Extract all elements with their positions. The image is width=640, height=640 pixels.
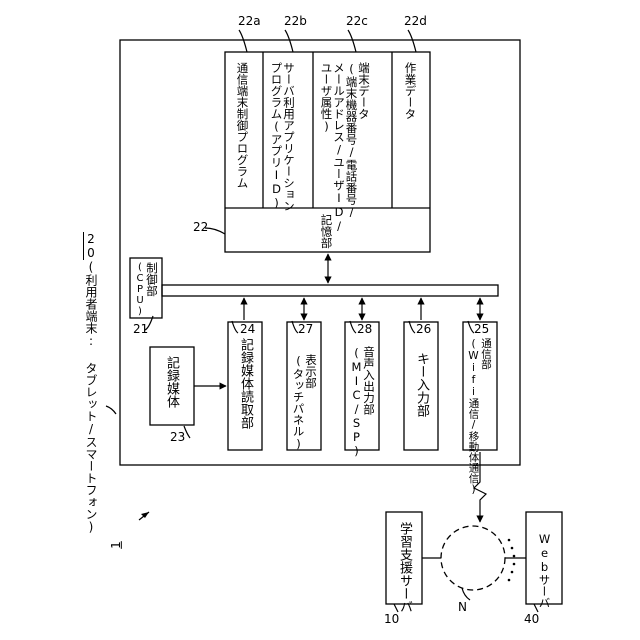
control-label: 制御部 bbox=[145, 262, 159, 297]
storage-label: 記憶部 bbox=[320, 214, 333, 249]
cell-22a-line-1: 通信端末制御プログラム bbox=[236, 62, 250, 189]
ref-22a: 22a bbox=[238, 14, 261, 28]
module-27-label: 表示部 bbox=[304, 354, 318, 389]
network-ref: N bbox=[458, 600, 467, 614]
module-25-text: 通信部 (Wifi通信/移動体通信) bbox=[467, 338, 492, 448]
module-28-sub: (MIC/SP) bbox=[350, 346, 364, 458]
bus-bar bbox=[162, 285, 498, 296]
ref-21: 21 bbox=[133, 322, 148, 336]
module-24-text: 記録媒体読取部 bbox=[238, 338, 252, 448]
ref-28: 28 bbox=[357, 322, 372, 336]
ref-23: 23 bbox=[170, 430, 185, 444]
cell-22b-line-2: プログラム(アプリID) bbox=[270, 62, 284, 210]
storage-cell-22c: 端末データ (端末機器番号/電話番号/ メールアドレス/ユーザID/ ユーザ属性… bbox=[320, 62, 370, 202]
cell-22d-line-1: 作業データ bbox=[404, 62, 418, 120]
ref-22b: 22b bbox=[284, 14, 307, 28]
terminal-ref: 20 bbox=[84, 232, 98, 260]
control-sub: (CPU) bbox=[135, 262, 146, 317]
module-24-label: 記録媒体読取部 bbox=[238, 338, 253, 429]
learning-server-label: 学習支援サーバ bbox=[397, 522, 411, 613]
module-27-text: 表示部 (タッチパネル) bbox=[292, 354, 317, 448]
module-25-sub: (Wifi通信/移動体通信) bbox=[468, 338, 480, 496]
control-text: 制御部 (CPU) bbox=[133, 262, 158, 316]
storage-cell-22d: 作業データ bbox=[404, 62, 417, 202]
module-28-label: 音声入出力部 bbox=[362, 346, 376, 415]
cell-22b-line-1: サーバ利用アプリケーション bbox=[282, 62, 296, 212]
ref-10: 10 bbox=[384, 612, 399, 626]
cell-22c-line-4: ユーザ属性) bbox=[320, 62, 334, 134]
ref-24: 24 bbox=[240, 322, 255, 336]
ref-25: 25 bbox=[474, 322, 489, 336]
ref-22d: 22d bbox=[404, 14, 427, 28]
storage-cell-22b: サーバ利用アプリケーション プログラム(アプリID) bbox=[270, 62, 295, 202]
module-26-text: キー入力部 bbox=[414, 352, 428, 442]
figure-label: 1 bbox=[109, 541, 123, 549]
ref-27: 27 bbox=[298, 322, 313, 336]
module-25-label: 通信部 bbox=[480, 338, 492, 370]
ref-22c: 22c bbox=[346, 14, 368, 28]
module-26-label: キー入力部 bbox=[414, 352, 429, 417]
terminal-caption-text: (利用者端末: タブレット/スマートフォン) bbox=[84, 260, 98, 534]
module-27-sub: (タッチパネル) bbox=[292, 354, 306, 451]
ref-26: 26 bbox=[416, 322, 431, 336]
cell-22c-line-3: メールアドレス/ユーザID/ bbox=[332, 62, 346, 233]
ref-22: 22 bbox=[193, 220, 208, 234]
medium-label: 記録媒体 bbox=[164, 356, 178, 408]
web-server-label: Webサーバ bbox=[538, 532, 551, 609]
module-28-text: 音声入出力部 (MIC/SP) bbox=[350, 346, 375, 446]
cell-22c-line-2: (端末機器番号/電話番号/ bbox=[345, 62, 359, 219]
cell-22c-line-1: 端末データ bbox=[357, 62, 371, 120]
ref-40: 40 bbox=[524, 612, 539, 626]
storage-cell-22a: 通信端末制御プログラム bbox=[236, 62, 249, 202]
terminal-caption: 20(利用者端末: タブレット/スマートフォン) bbox=[84, 232, 98, 422]
network-cloud bbox=[441, 526, 505, 590]
